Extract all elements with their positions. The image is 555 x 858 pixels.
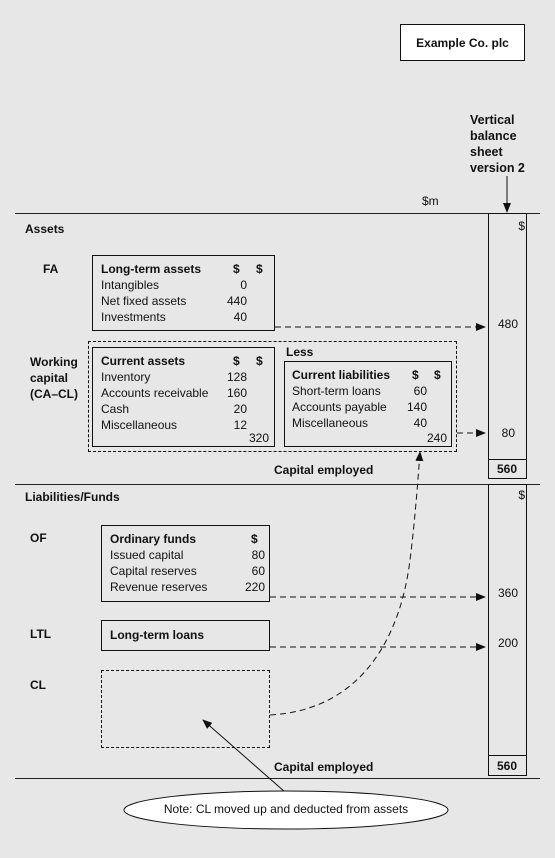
item-label: Cash <box>101 402 130 416</box>
item-value: 440 <box>226 294 247 308</box>
wc-line-1: Working <box>30 355 78 369</box>
wc-line-3: (CA–CL) <box>30 387 78 401</box>
currency-header: $ <box>251 532 258 546</box>
item-value: 128 <box>226 370 247 384</box>
currency-header: $ <box>233 262 240 276</box>
item-value: 20 <box>233 402 247 416</box>
note-pointer-arrow <box>202 719 286 793</box>
item-value: 60 <box>413 384 427 398</box>
currency-header: $ <box>412 368 419 382</box>
note-ellipse <box>123 790 449 830</box>
item-label: Miscellaneous <box>292 416 369 430</box>
item-value: 12 <box>233 418 247 432</box>
version-line-3: sheet <box>470 145 503 159</box>
rule-bottom <box>15 778 540 779</box>
long-term-loans-label: Long-term loans <box>110 628 205 642</box>
working-capital-dashed-box <box>88 341 457 452</box>
item-label: Miscellaneous <box>101 418 178 432</box>
ltl-label: LTL <box>30 627 52 641</box>
item-value: 140 <box>406 400 427 414</box>
item-label: Inventory <box>101 370 151 384</box>
currency-header: $ <box>256 354 263 368</box>
version-line-2: balance <box>470 129 517 143</box>
long-term-assets-box: Long-term assets $ $ Intangibles 0 Net fi… <box>92 255 275 331</box>
item-value: 160 <box>226 386 247 400</box>
rule-top <box>15 213 540 214</box>
item-value: 40 <box>413 416 427 430</box>
current-liabilities-title: Current liabilities <box>292 368 391 382</box>
fa-label: FA <box>43 262 59 276</box>
item-label: Net fixed assets <box>101 294 187 308</box>
item-value: 0 <box>240 278 247 292</box>
currency-header: $ <box>256 262 263 276</box>
assets-column-currency: $ <box>518 219 525 233</box>
item-label: Short-term loans <box>292 384 381 398</box>
current-liabilities-box: Current liabilities $ $ Short-term loans… <box>284 361 452 447</box>
cl-label: CL <box>30 678 46 692</box>
currency-header: $ <box>233 354 240 368</box>
column-value-200: 200 <box>497 636 518 650</box>
column-value-480: 480 <box>497 317 518 331</box>
working-capital-label: Working capital (CA–CL) <box>30 354 78 402</box>
of-label: OF <box>30 531 47 545</box>
assets-column <box>488 213 527 479</box>
cl-empty-dashed-box <box>101 670 270 748</box>
item-value: 60 <box>251 564 265 578</box>
funds-column-currency: $ <box>518 488 525 502</box>
funds-heading: Liabilities/Funds <box>25 490 120 504</box>
long-term-loans-box: Long-term loans <box>101 620 270 651</box>
assets-total-box <box>488 459 527 479</box>
current-liabilities-total: 240 <box>426 431 447 445</box>
note-text: Note: CL moved up and deducted from asse… <box>163 802 409 816</box>
item-value: 40 <box>233 310 247 324</box>
version-line-4: version 2 <box>470 161 525 175</box>
item-label: Capital reserves <box>110 564 197 578</box>
column-value-80: 80 <box>501 426 515 440</box>
assets-capital-employed-label: Capital employed <box>274 463 374 477</box>
cl-moved-up-arrow <box>269 451 424 716</box>
current-assets-box: Current assets $ $ Inventory 128 Accounts… <box>92 347 275 447</box>
rule-middle <box>15 484 540 485</box>
item-label: Accounts payable <box>292 400 387 414</box>
version-label: Vertical balance sheet version 2 <box>470 112 525 176</box>
long-term-assets-title: Long-term assets <box>101 262 202 276</box>
funds-capital-employed-label: Capital employed <box>274 760 374 774</box>
currency-header: $ <box>434 368 441 382</box>
item-label: Revenue reserves <box>110 580 208 594</box>
current-assets-total: 320 <box>248 431 269 445</box>
ordinary-funds-title: Ordinary funds <box>110 532 197 546</box>
item-label: Accounts receivable <box>101 386 209 400</box>
column-value-360: 360 <box>497 586 518 600</box>
item-label: Investments <box>101 310 166 324</box>
current-assets-title: Current assets <box>101 354 186 368</box>
funds-total: 560 <box>496 759 518 773</box>
item-value: 220 <box>244 580 265 594</box>
assets-heading: Assets <box>25 222 65 236</box>
ordinary-funds-box: Ordinary funds $ Issued capital 80 Capita… <box>101 525 270 602</box>
item-label: Intangibles <box>101 278 160 292</box>
assets-total: 560 <box>496 462 518 476</box>
company-title: Example Co. plc <box>400 24 525 61</box>
wc-line-2: capital <box>30 371 69 385</box>
less-label: Less <box>286 345 314 359</box>
unit-label: $m <box>422 194 439 208</box>
funds-total-box <box>488 755 527 776</box>
item-label: Issued capital <box>110 548 184 562</box>
item-value: 80 <box>251 548 265 562</box>
version-line-1: Vertical <box>470 113 515 127</box>
